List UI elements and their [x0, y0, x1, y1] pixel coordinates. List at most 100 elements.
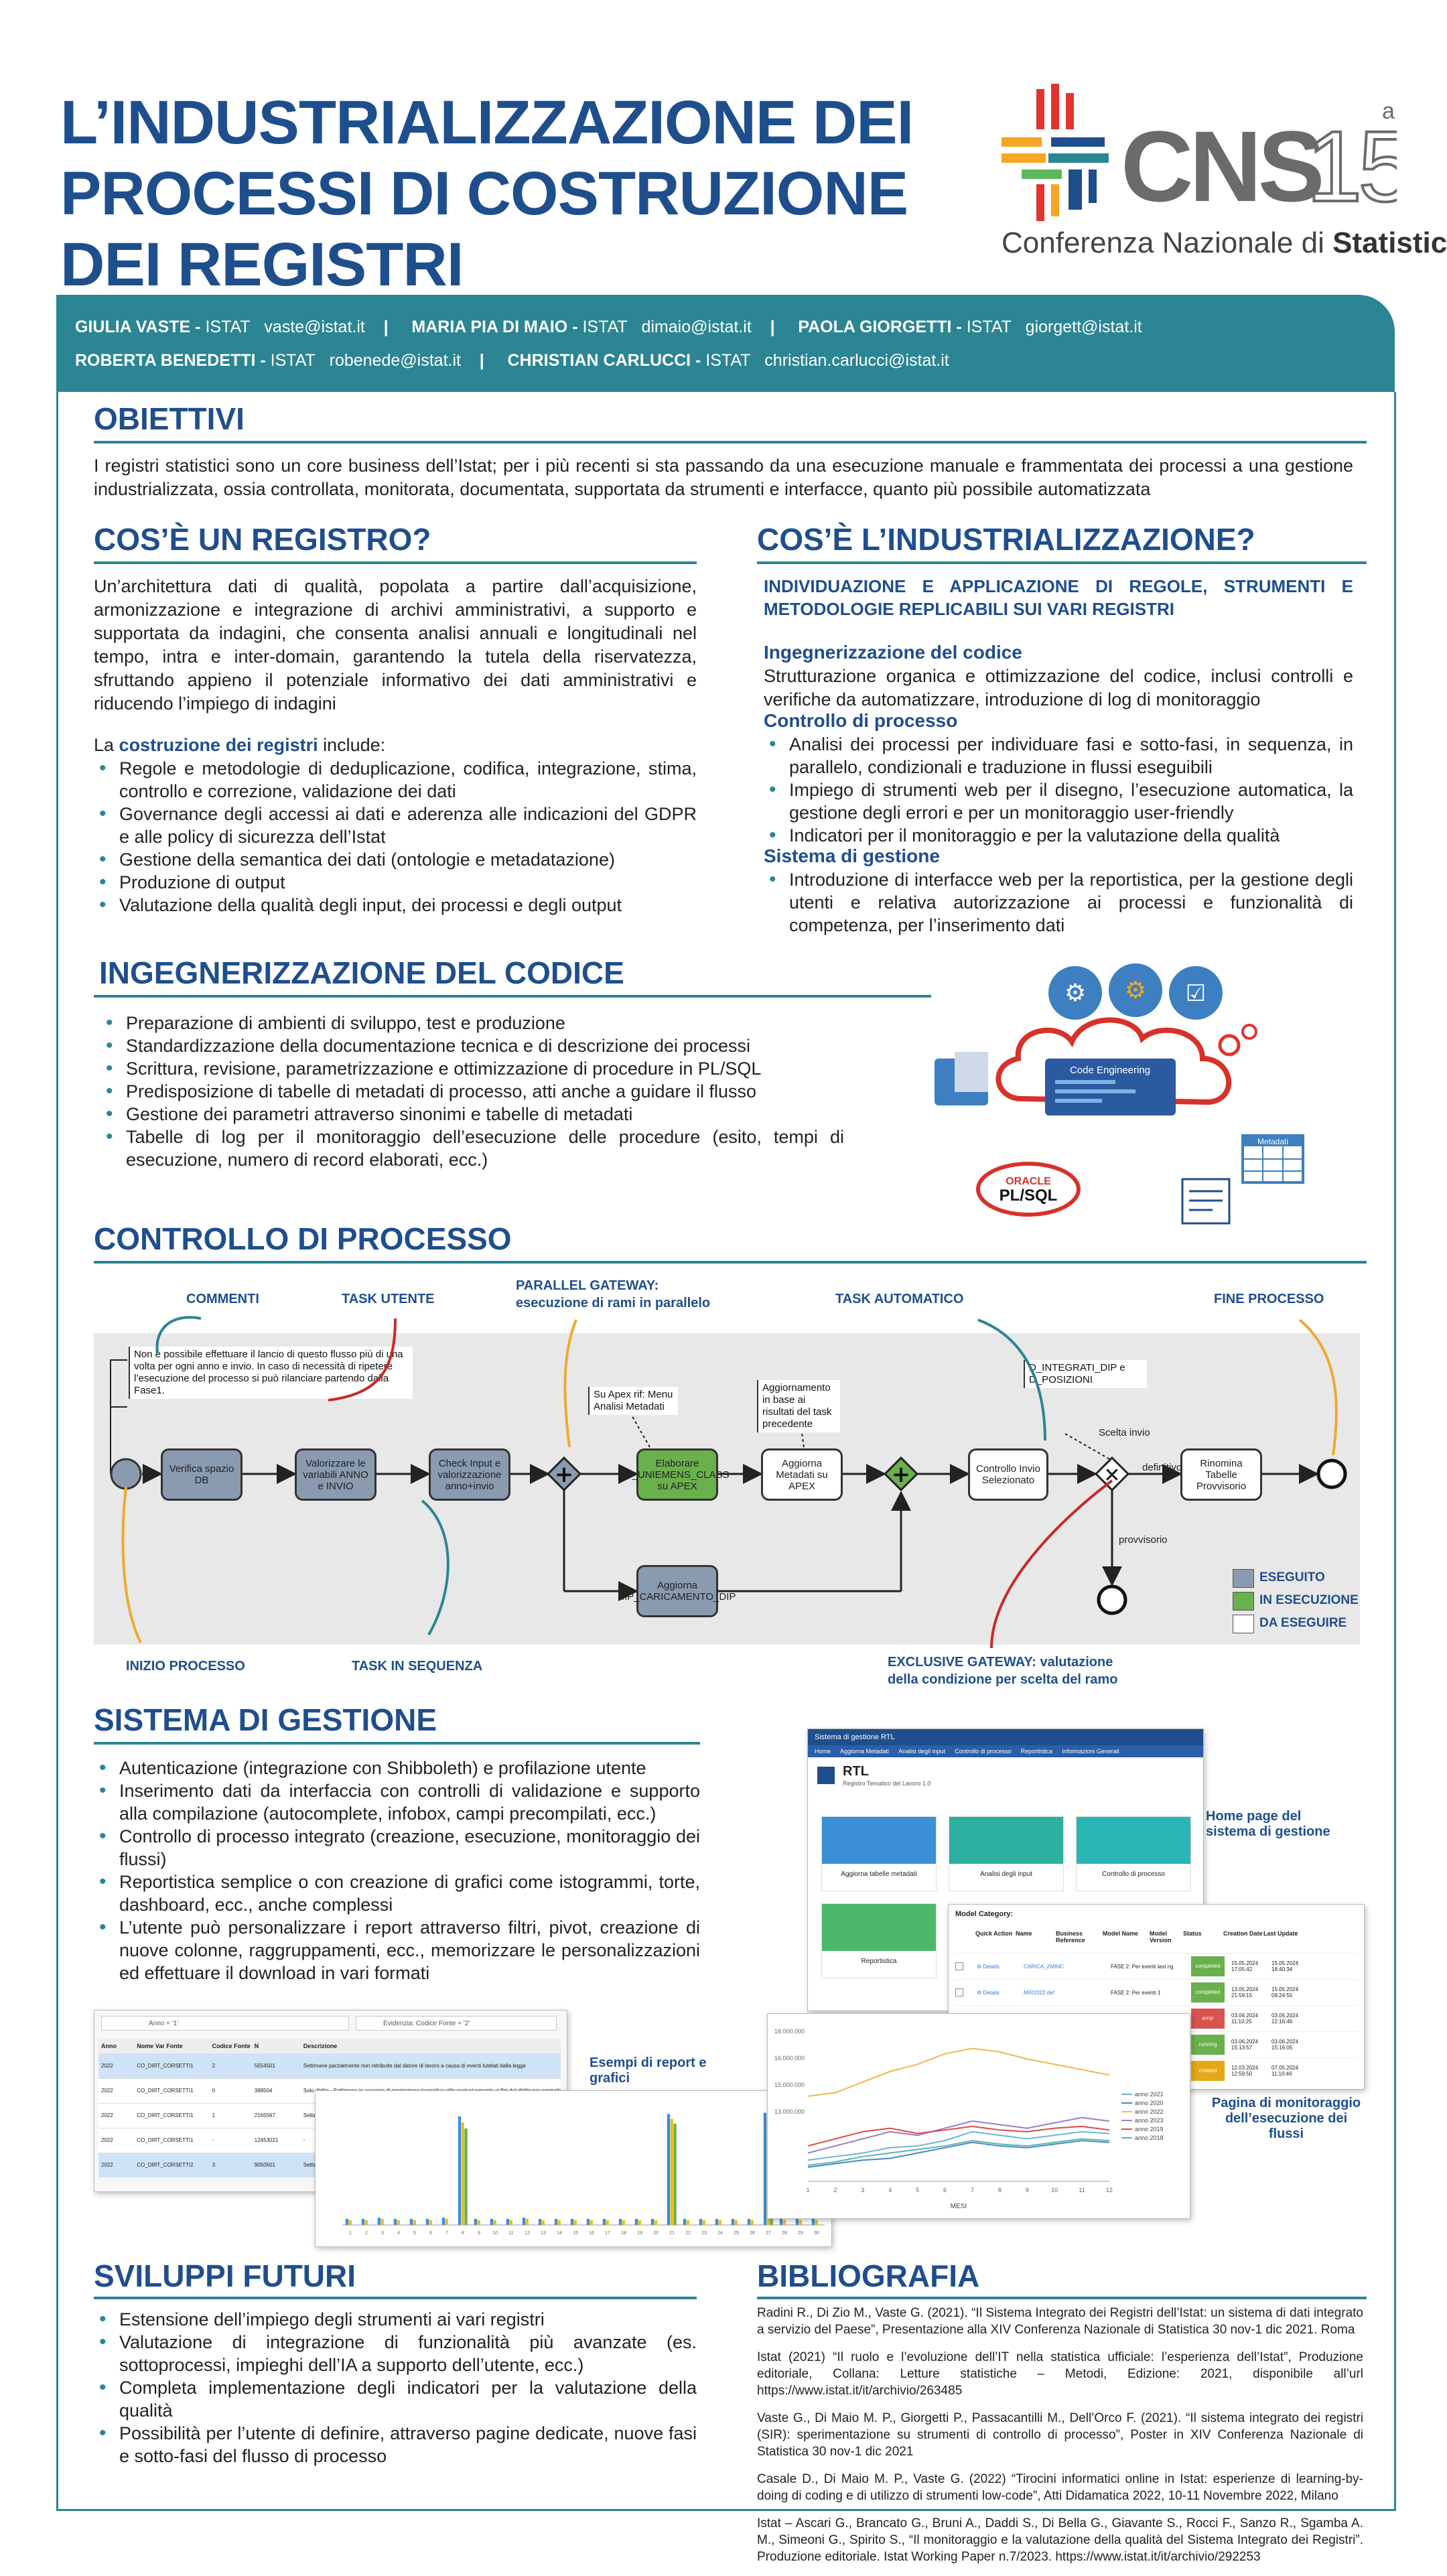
node-elaborare[interactable]: Elaborare V_UNIEMENS_CLASS su APEX	[625, 1448, 730, 1501]
x-tick-label: 9	[478, 2231, 480, 2236]
legend-swatch-eseguito	[1233, 1569, 1254, 1588]
x-tick-label: 18	[621, 2231, 626, 2236]
table-cell: 2022	[101, 2088, 113, 2094]
table-header-cell: Anno	[101, 2043, 117, 2049]
bar	[393, 2219, 397, 2225]
authors-line-1: GIULIA VASTE - ISTAT vaste@istat.it | MA…	[75, 318, 1142, 337]
author-email[interactable]: giorgett@istat.it	[1025, 318, 1142, 336]
rtl-tile-label: Reportistica	[861, 1958, 897, 1965]
bar	[667, 2114, 671, 2225]
ingegnerizzazione-text: Strutturazione organica e ottimizzazione…	[764, 666, 1353, 709]
node-rinomina[interactable]: Rinomina Tabelle Provvisorio	[1180, 1448, 1262, 1501]
node-aggiorna-mp[interactable]: Aggiorna MP_CARICAMENTO_DIP	[619, 1565, 736, 1617]
legend-swatch-in-esecuzione	[1233, 1592, 1254, 1611]
edge-label-provvisorio: provvisorio	[1119, 1534, 1168, 1546]
x-tick-label: 24	[717, 2231, 723, 2236]
author-email[interactable]: dimaio@istat.it	[641, 318, 752, 336]
table-cell: CO_DIRT_CORSETTI2	[137, 2162, 194, 2168]
list-item: Reportistica semplice o con creazione di…	[94, 1871, 700, 1916]
x-tick-label: 3	[381, 2231, 384, 2236]
legend-in-esecuzione: IN ESECUZIONE	[1259, 1593, 1359, 1607]
report-filter-2[interactable]: Evidenzia: Codice Fonte = '2'	[356, 2016, 557, 2031]
report-filter-1[interactable]: Anno = '1'	[101, 2016, 349, 2031]
x-tick-label: 7	[971, 2187, 974, 2193]
logo-sup: a	[1382, 98, 1395, 124]
rtl-tile[interactable]: Aggiorna tabelle metadati	[821, 1816, 937, 1891]
node-controllo-invio[interactable]: Controllo Invio Selezionato	[968, 1448, 1048, 1501]
bar	[715, 2219, 719, 2225]
row-created: 03.06.2024 15:13:57	[1231, 2039, 1259, 2051]
author-email[interactable]: christian.carlucci@istat.it	[764, 351, 949, 370]
rtl-tile[interactable]: Controllo di processo	[1076, 1816, 1191, 1891]
rtl-menu-item[interactable]: Aggiorna Metadati	[840, 1748, 890, 1755]
rtl-menu-item[interactable]: Informazioni Generali	[1062, 1748, 1119, 1755]
series-line	[807, 2130, 1110, 2161]
x-tick-label: 2	[365, 2231, 368, 2236]
arrow-parallel	[563, 1319, 577, 1448]
y-tick-label: 15.000.000	[774, 2082, 805, 2088]
rtl-tile[interactable]: Reportistica	[821, 1903, 937, 1978]
table-cell: CO_DIRT_CORSETTI1	[137, 2137, 194, 2143]
table-header-cell: Descrizione	[303, 2043, 338, 2049]
node-aggiorna-metadati[interactable]: Aggiorna Metadati su APEX	[761, 1448, 843, 1501]
node-verifica-spazio[interactable]: Verifica spazio DB	[161, 1448, 243, 1501]
logo-subtitle: Conferenza Nazionale di Statistica	[1002, 226, 1447, 260]
bar	[490, 2219, 494, 2225]
settings-icon	[1109, 963, 1162, 1017]
rtl-menu-item[interactable]: Analisi degli input	[898, 1748, 946, 1755]
process-diagram: + + ✕ Non è possibile effettuare il lanc…	[94, 1333, 1360, 1645]
table-cell: 9050501	[254, 2162, 275, 2168]
bar	[795, 2219, 799, 2225]
label-exclusive: EXCLUSIVE GATEWAY: valutazione	[888, 1655, 1113, 1670]
parallel-gateway	[546, 1456, 582, 1492]
label-task-automatico: TASK AUTOMATICO	[835, 1292, 964, 1306]
legend-label: anno 2023	[1135, 2117, 1164, 2124]
svg-text:☑: ☑	[1186, 980, 1206, 1007]
bar	[799, 2220, 802, 2225]
processo-heading: CONTROLLO DI PROCESSO	[94, 1221, 512, 1256]
bar	[590, 2220, 593, 2225]
author-separator: |	[383, 318, 389, 336]
logo-subtitle-pre: Conferenza Nazionale di	[1002, 226, 1333, 259]
x-tick-label: 29	[798, 2231, 803, 2236]
bibliografia-list: Radini R., Di Zio M., Vaste G. (2021). “…	[757, 2305, 1363, 2576]
rtl-menu-item[interactable]: Home	[815, 1748, 831, 1755]
controllo-subtitle: Controllo di processo	[764, 710, 958, 731]
node-check-input[interactable]: Check Input e valorizzazione anno+invio	[429, 1448, 510, 1501]
bibliografia-rule	[757, 2297, 1367, 2299]
bar	[734, 2220, 738, 2225]
x-tick-label: 2	[833, 2187, 837, 2193]
row-action: ⚙ Details	[977, 1989, 1000, 1996]
obiettivi-text: I registri statistici sono un core busin…	[94, 456, 1353, 499]
bar	[506, 2219, 510, 2225]
rtl-menu-item[interactable]: Controllo di processo	[955, 1748, 1012, 1755]
rtl-menu-item[interactable]: Reportistica	[1020, 1748, 1053, 1755]
bar	[686, 2220, 689, 2225]
list-item: Introduzione di interfacce web per la re…	[764, 868, 1353, 937]
status-badge: running	[1191, 2035, 1225, 2055]
arrow-inizio	[121, 1487, 142, 1643]
table-cell: 2165567	[254, 2112, 275, 2118]
legend-label: anno 2020	[1135, 2100, 1164, 2106]
list-item: Impiego di strumenti web per il disegno,…	[764, 778, 1353, 824]
y-tick-label: 16.000.000	[774, 2055, 805, 2061]
label-fine-processo: FINE PROCESSO	[1214, 1292, 1324, 1306]
bar	[670, 2118, 673, 2225]
label-parallel: PARALLEL GATEWAY:	[516, 1278, 659, 1293]
table-cell: CO_DIRT_CORSETTI1	[137, 2063, 194, 2069]
sviluppi-list: Estensione dell’impiego degli strumenti …	[94, 2308, 697, 2467]
series-line	[807, 2116, 1110, 2154]
plsql-label: PL/SQL	[1000, 1187, 1058, 1205]
author-org: ISTAT	[200, 318, 251, 336]
end-event	[1316, 1459, 1347, 1489]
author-email[interactable]: robenede@istat.it	[329, 351, 461, 370]
rtl-tile[interactable]: Analisi degli input	[949, 1816, 1064, 1891]
node-valorizzare[interactable]: Valorizzare le variabili ANNO e INVIO	[295, 1448, 376, 1501]
bar	[747, 2219, 751, 2225]
caption-monitor: Pagina di monitoraggio dell’esecuzione d…	[1211, 2096, 1361, 2141]
table-cell: 388504	[254, 2088, 273, 2094]
list-item: Valutazione della qualità degli input, d…	[94, 894, 697, 917]
bar	[345, 2219, 349, 2225]
author-email[interactable]: vaste@istat.it	[264, 318, 365, 336]
gestione-rule	[94, 1742, 700, 1745]
